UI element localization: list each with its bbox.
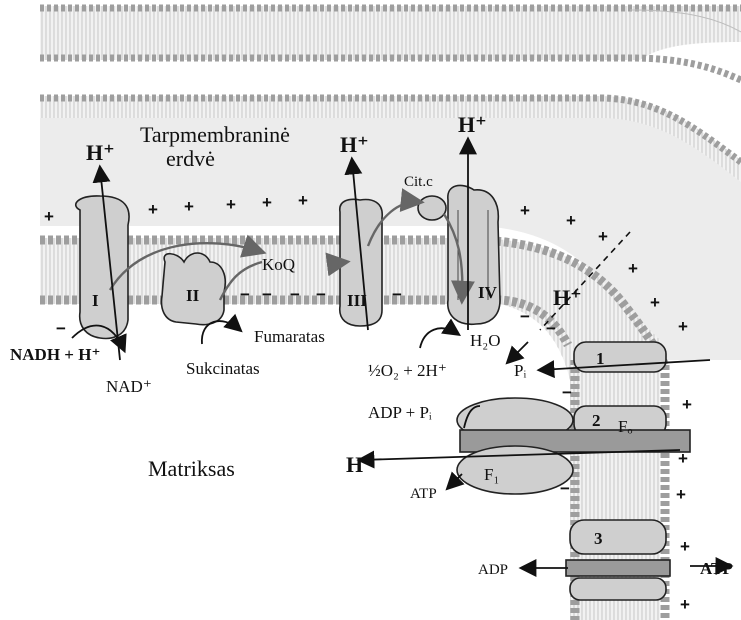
step-1-label: 1	[596, 349, 605, 368]
proton-label-complex-iii: H⁺	[340, 132, 369, 157]
plus-sign: +	[650, 293, 660, 312]
plus-sign: +	[676, 485, 686, 504]
minus-sign: −	[56, 319, 66, 338]
proton-label-synthase: H⁺	[346, 452, 375, 477]
water-label: H₂O	[470, 331, 500, 350]
proton-label-complex-i: H⁺	[86, 140, 115, 165]
phosphate-label: Pᵢ	[514, 361, 526, 380]
succinate-label: Sukcinatas	[186, 359, 260, 378]
intermembrane-space-label-line1: Tarpmembraninė	[140, 122, 290, 147]
f0-label: Fₒ	[618, 417, 632, 436]
proton-label-return: H⁺	[553, 285, 582, 310]
lower-stalk	[566, 560, 670, 576]
fumarate-label: Fumaratas	[254, 327, 325, 346]
coenzyme-q-label: KoQ	[262, 255, 295, 274]
matrix-label: Matriksas	[148, 456, 235, 481]
plus-sign: +	[298, 191, 308, 210]
oxygen-label: ½O₂ + 2H⁺	[368, 361, 447, 380]
complex-iv-label: IV	[478, 283, 498, 302]
plus-sign: +	[678, 317, 688, 336]
complex-iv: IV	[448, 185, 500, 324]
plus-sign: +	[566, 211, 576, 230]
plus-sign: +	[598, 227, 608, 246]
nad-label: NAD⁺	[106, 377, 152, 396]
atp-label-f1: ATP	[410, 486, 437, 502]
plus-sign: +	[682, 395, 692, 414]
plus-sign: +	[680, 537, 690, 556]
complex-ii-label: II	[186, 286, 200, 305]
plus-sign: +	[628, 259, 638, 278]
minus-sign: −	[262, 285, 272, 304]
plus-sign: +	[262, 193, 272, 212]
intermembrane-space-label-line2: erdvė	[166, 146, 215, 171]
minus-sign: −	[290, 285, 300, 304]
minus-sign: −	[562, 383, 572, 402]
minus-sign: −	[546, 319, 556, 338]
adp-pi-label: ADP + Pᵢ	[368, 403, 432, 422]
minus-sign: −	[316, 285, 326, 304]
f0-subunit-3	[570, 520, 666, 554]
plus-sign: +	[44, 207, 54, 226]
f1-label: F₁	[484, 465, 499, 484]
atp-label-bottom: ATP	[700, 559, 733, 578]
adp-label-bottom: ADP	[478, 562, 508, 578]
minus-sign: −	[560, 479, 570, 498]
nadh-label: NADH + H⁺	[10, 345, 100, 364]
plus-sign: +	[680, 595, 690, 614]
step-3-label: 3	[594, 529, 603, 548]
minus-sign: −	[520, 307, 530, 326]
minus-sign: −	[240, 285, 250, 304]
outer-membrane	[40, 6, 741, 80]
complex-ii: II	[162, 253, 226, 325]
plus-sign: +	[184, 197, 194, 216]
plus-sign: +	[520, 201, 530, 220]
complex-i: I	[76, 196, 129, 339]
complex-i-label: I	[92, 291, 99, 310]
minus-sign: −	[392, 285, 402, 304]
f0-subunit-3b	[570, 578, 666, 600]
plus-sign: +	[226, 195, 236, 214]
plus-sign: +	[678, 449, 688, 468]
cytochrome-c-label: Cit.c	[404, 174, 433, 190]
proton-label-complex-iv: H⁺	[458, 112, 487, 137]
plus-sign: +	[148, 200, 158, 219]
step-2-label: 2	[592, 411, 601, 430]
